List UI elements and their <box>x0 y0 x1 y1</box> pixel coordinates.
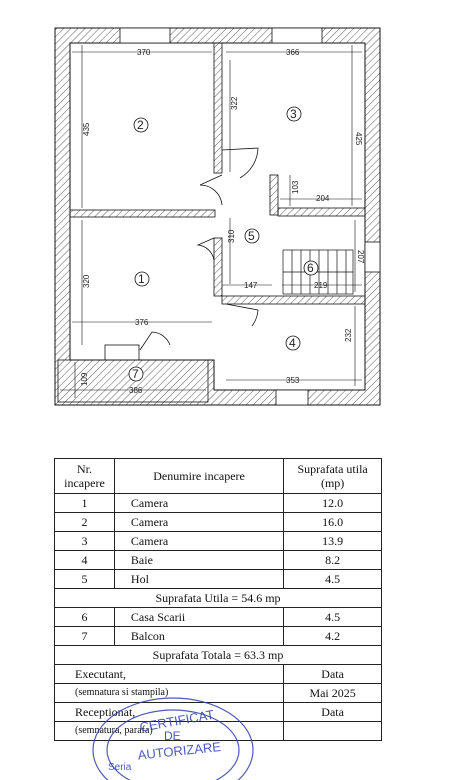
dim-label: 103 <box>291 180 300 194</box>
empty-cell <box>283 721 382 741</box>
header-area: Suprafata utila (mp) <box>283 458 382 494</box>
table-row: 7 Balcon 4.2 <box>54 626 382 646</box>
dim-label: 232 <box>344 328 353 342</box>
door <box>221 147 259 179</box>
dim-label: 322 <box>230 96 239 110</box>
window <box>364 241 381 273</box>
room-number: 7 <box>132 367 139 381</box>
cell-name: Camera <box>113 512 285 532</box>
dim-label: 376 <box>135 318 149 327</box>
cell-nr: 2 <box>54 512 115 532</box>
stamp-text: AUTORIZARE <box>137 739 222 763</box>
window <box>104 344 140 361</box>
interior-wall <box>221 295 366 305</box>
interior-wall <box>269 174 279 216</box>
authorization-stamp: CERTIFICAT DE AUTORIZARE Seria <box>92 697 254 780</box>
table-header: Nr. incapere Denumire incapere Suprafata… <box>54 458 382 494</box>
cell-name: Casa Scarii <box>113 607 285 627</box>
interior-wall <box>69 209 216 218</box>
room-number: 6 <box>307 261 314 275</box>
door <box>199 174 223 206</box>
cell-area: 4.2 <box>283 626 382 646</box>
interior-wall <box>277 207 366 217</box>
cell-area: 8.2 <box>283 550 382 570</box>
cell-area: 16.0 <box>283 512 382 532</box>
door <box>196 237 215 261</box>
signature-row: Executant, Data <box>53 664 382 684</box>
table-row: 5 Hol 4.5 <box>54 569 382 589</box>
data-label: Data <box>283 664 382 684</box>
signature-row: (semnatura si stampila) Mai 2025 <box>53 683 382 703</box>
room-number: 3 <box>290 107 297 121</box>
interior-wall <box>213 237 223 297</box>
dim-label: 366 <box>286 48 300 57</box>
window <box>271 27 323 44</box>
cell-name: Camera <box>113 493 285 513</box>
table-row: 1 Camera 12.0 <box>54 493 382 513</box>
dim-label: 425 <box>354 132 363 146</box>
date-value: Mai 2025 <box>283 683 382 703</box>
cell-area: 13.9 <box>283 531 382 551</box>
area-table: Nr. incapere Denumire incapere Suprafata… <box>53 458 382 741</box>
total: Suprafata Totala = 63.3 mp <box>54 645 382 665</box>
stamp-text: DE <box>164 729 181 743</box>
cell-nr: 7 <box>54 626 115 646</box>
cell-nr: 5 <box>54 569 115 589</box>
cell-name: Baie <box>113 550 285 570</box>
table-row: 6 Casa Scarii 4.5 <box>54 607 382 627</box>
staircase <box>282 249 354 295</box>
cell-area: 4.5 <box>283 569 382 589</box>
room-number: 4 <box>289 336 296 350</box>
dim-label: 219 <box>314 281 328 290</box>
subtotal-row: Suprafata Utila = 54.6 mp <box>54 588 382 608</box>
cell-area: 4.5 <box>283 607 382 627</box>
cell-area: 12.0 <box>283 493 382 513</box>
cell-name: Balcon <box>113 626 285 646</box>
cell-nr: 1 <box>54 493 115 513</box>
dim-label: 109 <box>80 372 89 386</box>
header-name: Denumire incapere <box>113 458 285 494</box>
balcony-outline <box>57 359 209 403</box>
window <box>275 389 309 406</box>
dim-label: 310 <box>227 229 236 243</box>
dim-label: 370 <box>137 48 151 57</box>
room-number: 2 <box>137 118 144 132</box>
cell-nr: 6 <box>54 607 115 627</box>
dim-label: 320 <box>82 274 91 288</box>
door <box>225 303 259 327</box>
cell-nr: 3 <box>54 531 115 551</box>
total-row: Suprafata Totala = 63.3 mp <box>54 645 382 665</box>
cell-nr: 4 <box>54 550 115 570</box>
cell-name: Camera <box>113 531 285 551</box>
data-label: Data <box>283 702 382 722</box>
dim-label: 204 <box>316 194 330 203</box>
dim-label: 353 <box>286 376 300 385</box>
executant-label: Executant, <box>53 664 285 684</box>
cell-name: Hol <box>113 569 285 589</box>
interior-wall <box>213 42 223 174</box>
table-row: 3 Camera 13.9 <box>54 531 382 551</box>
subtotal: Suprafata Utila = 54.6 mp <box>54 588 382 608</box>
window <box>119 27 171 44</box>
room-number: 5 <box>248 229 255 243</box>
dim-label: 386 <box>129 386 143 395</box>
dim-label: 207 <box>356 250 365 264</box>
room-number: 1 <box>138 272 145 286</box>
floor-plan: 370 366 435 322 425 103 204 310 207 320 … <box>54 27 381 406</box>
door <box>139 331 171 351</box>
table-row: 2 Camera 16.0 <box>54 512 382 532</box>
header-nr: Nr. incapere <box>54 458 115 494</box>
dim-label: 435 <box>82 122 91 136</box>
table-row: 4 Baie 8.2 <box>54 550 382 570</box>
dim-label: 147 <box>244 281 258 290</box>
